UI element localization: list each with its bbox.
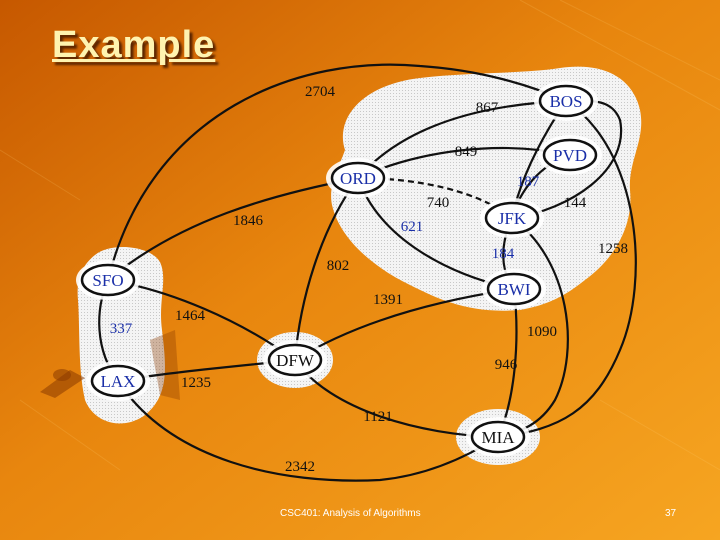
edge-bos-mia: [497, 100, 637, 439]
node-dfw: DFW: [263, 340, 327, 380]
node-oval: [330, 161, 386, 195]
node-bos: BOS: [534, 81, 598, 121]
edge-dfw-bwi: [294, 287, 515, 361]
node-label-bwi: BWI: [497, 280, 530, 299]
node-pvd: PVD: [538, 135, 602, 175]
edge-weight-jfk-mia: 1090: [527, 324, 557, 340]
node-mia: MIA: [466, 417, 530, 457]
node-lax: LAX: [86, 361, 150, 401]
node-label-dfw: DFW: [276, 351, 315, 370]
edge-dfw-mia: [294, 359, 499, 439]
node-label-lax: LAX: [101, 372, 136, 391]
weight-label-layer: 2704 867 849 740 187 144 1846 621 184 1258 802 337 1…: [110, 84, 628, 475]
slide-title: Example: [52, 24, 216, 66]
edge-weight-jfk-bwi: 184: [492, 246, 515, 262]
node-oval: [470, 420, 526, 454]
node-label-mia: MIA: [481, 428, 515, 447]
edge-weight-ord-dfw: 802: [327, 258, 350, 274]
node-oval: [90, 364, 146, 398]
edge-weight-sfo-bos: 2704: [305, 84, 336, 100]
node-ord: ORD: [326, 158, 390, 198]
edge-weight-lax-mia: 2342: [285, 459, 315, 475]
node-jfk: JFK: [480, 198, 544, 238]
node-oval: [538, 84, 594, 118]
node-oval: [486, 272, 542, 306]
edge-sfo-bos: [106, 63, 567, 281]
footer-course-name: CSC401: Analysis of Algorithms: [280, 508, 421, 519]
node-bwi: BWI: [482, 269, 546, 309]
edge-weight-ord-jfk: 740: [427, 195, 450, 211]
page-number: 37: [665, 508, 677, 519]
decorative-streaks: [0, 0, 720, 471]
northeast-cloud: [331, 66, 642, 311]
edge-weight-sfo-lax: 337: [110, 321, 133, 337]
node-label-pvd: PVD: [553, 146, 587, 165]
node-label-jfk: JFK: [498, 209, 527, 228]
node-oval: [267, 343, 323, 377]
node-label-sfo: SFO: [92, 271, 123, 290]
node-layer: SFO LAX ORD DFW JFK BOS PVD BWI MIA: [76, 81, 602, 457]
edge-weight-ord-bos: 867: [476, 100, 499, 116]
edge-weight-dfw-mia: 1121: [363, 409, 392, 425]
edge-weight-jfk-pvd: 187: [517, 174, 540, 190]
edge-ord-dfw: [293, 177, 359, 361]
node-sfo: SFO: [76, 260, 140, 300]
runner-figure-icon: [40, 330, 180, 400]
node-label-ord: ORD: [340, 169, 376, 188]
edge-weight-bos-mia: 1258: [598, 241, 628, 257]
edge-sfo-ord: [107, 176, 359, 281]
edge-weight-ord-bwi: 621: [401, 219, 424, 235]
edge-weight-lax-dfw: 1235: [181, 375, 211, 391]
edge-weight-dfw-bwi: 1391: [373, 292, 403, 308]
edge-weight-jfk-bos: 144: [564, 195, 587, 211]
node-oval: [80, 263, 136, 297]
node-label-bos: BOS: [549, 92, 582, 111]
edge-weight-ord-pvd: 849: [455, 144, 478, 160]
edge-weight-sfo-ord: 1846: [233, 213, 264, 229]
edge-ord-bos: [357, 99, 567, 179]
node-oval: [542, 138, 598, 172]
edge-lax-mia: [117, 380, 499, 482]
node-oval: [484, 201, 540, 235]
edge-weight-bwi-mia: 946: [495, 357, 518, 373]
edge-weight-sfo-dfw: 1464: [175, 308, 206, 324]
